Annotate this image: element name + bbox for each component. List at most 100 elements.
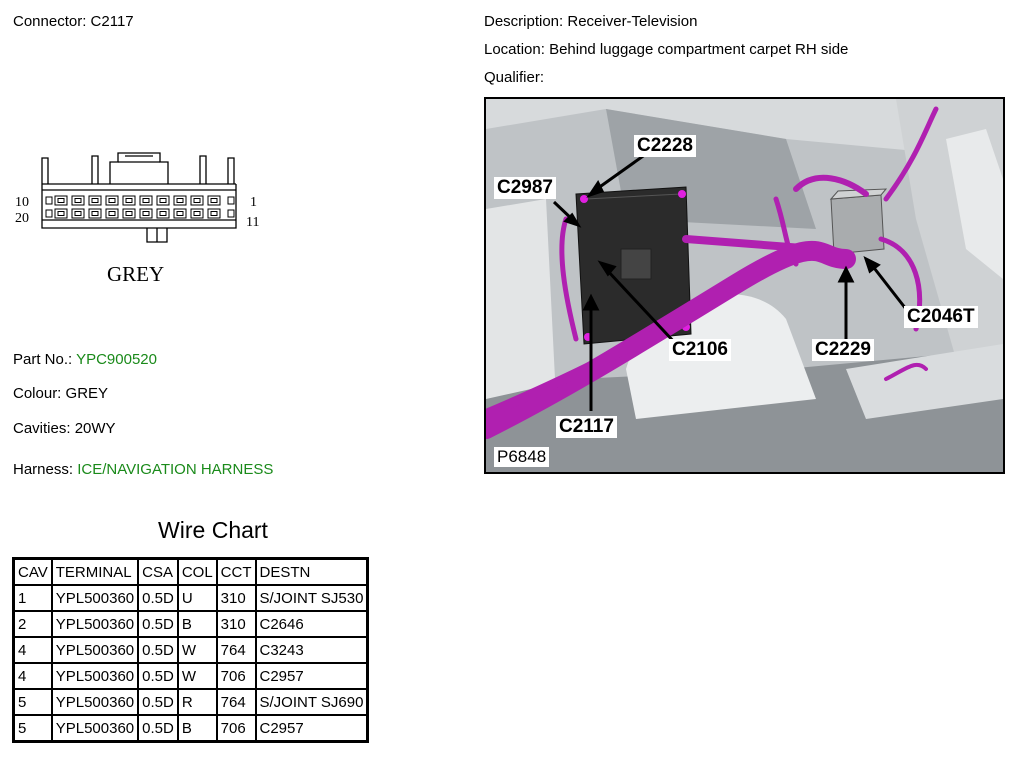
pin-cavity-inner	[57, 198, 65, 203]
cell-csa: 0.5D	[137, 610, 179, 638]
pin-cavity	[122, 208, 136, 219]
col-header-terminal: TERMINAL	[50, 557, 140, 586]
pin-cavity-inner	[125, 198, 133, 203]
connector-label: Connector:	[13, 13, 87, 30]
location-value: Behind luggage compartment carpet RH sid…	[549, 41, 849, 58]
location-line: Location: Behind luggage compartment car…	[484, 41, 848, 58]
table-row: 4 YPL500360 0.5D W 706 C2957	[12, 662, 369, 690]
location-label: Location:	[484, 41, 545, 58]
pin-cavity-inner	[159, 211, 167, 216]
cell-terminal: YPL500360	[50, 714, 140, 743]
callout-c2987: C2987	[494, 177, 556, 199]
pin-cavity	[71, 208, 85, 219]
cell-terminal: YPL500360	[50, 662, 140, 690]
part-no-link[interactable]: YPC900520	[76, 351, 157, 368]
col-header-col: COL	[176, 557, 218, 586]
cavities-label: Cavities:	[13, 420, 71, 437]
cell-cct: 764	[215, 688, 257, 716]
col-header-cav: CAV	[12, 557, 53, 586]
cell-csa: 0.5D	[137, 714, 179, 743]
cell-terminal: YPL500360	[50, 688, 140, 716]
pin-row-end-marker	[45, 196, 53, 205]
pin-cavity-inner	[159, 198, 167, 203]
pin-cavity	[190, 208, 204, 219]
pin-cavity-inner	[193, 211, 201, 216]
pin-label-11: 11	[246, 215, 259, 230]
pin-cavity	[156, 195, 170, 206]
pin-cavity-inner	[176, 211, 184, 216]
pin-cavity	[88, 208, 102, 219]
callout-c2106: C2106	[669, 339, 731, 361]
pin-cavity-inner	[142, 211, 150, 216]
pin-cavity-inner	[74, 198, 82, 203]
pin-cavity-inner	[108, 211, 116, 216]
col-header-csa: CSA	[137, 557, 179, 586]
harness-line: Harness: ICE/NAVIGATION HARNESS	[13, 461, 273, 478]
cell-cct: 310	[215, 584, 257, 612]
pin-label-1: 1	[250, 195, 257, 210]
col-header-destn: DESTN	[254, 557, 369, 586]
pin-cavity	[173, 208, 187, 219]
cell-destn: S/JOINT SJ530	[254, 584, 369, 612]
connector-colour-text: GREY	[107, 262, 164, 286]
pin-cavity	[156, 208, 170, 219]
cell-destn: C2957	[254, 714, 369, 743]
part-no-line: Part No.: YPC900520	[13, 351, 157, 368]
pin-cavity-inner	[176, 198, 184, 203]
part-no-label: Part No.:	[13, 351, 73, 368]
colour-value: GREY	[65, 385, 109, 402]
harness-link[interactable]: ICE/NAVIGATION HARNESS	[77, 461, 274, 478]
cell-csa: 0.5D	[137, 662, 179, 690]
table-row: 2 YPL500360 0.5D B 310 C2646	[12, 610, 369, 638]
pin-row-end-marker	[227, 209, 235, 218]
pin-cavity-inner	[210, 211, 218, 216]
photo-id: P6848	[494, 447, 550, 467]
cell-cct: 310	[215, 610, 257, 638]
pin-cavity-inner	[91, 198, 99, 203]
cell-col: W	[176, 662, 218, 690]
cavities-value: 20WY	[74, 420, 116, 437]
pin-cavity-inner	[74, 211, 82, 216]
cell-cct: 706	[215, 714, 257, 743]
callout-c2046t: C2046T	[904, 306, 978, 328]
cell-cav: 4	[12, 636, 53, 664]
col-header-cct: CCT	[215, 557, 257, 586]
cell-destn: C3243	[254, 636, 369, 664]
cell-col: B	[176, 610, 218, 638]
cell-col: U	[176, 584, 218, 612]
pin-cavity-inner	[193, 198, 201, 203]
pin-cavity	[207, 195, 221, 206]
cell-terminal: YPL500360	[50, 636, 140, 664]
qualifier-line: Qualifier:	[484, 69, 544, 86]
cell-csa: 0.5D	[137, 636, 179, 664]
pin-label-10: 10	[15, 195, 29, 210]
pin-cavity	[54, 195, 68, 206]
colour-line: Colour: GREY	[13, 385, 108, 402]
cell-terminal: YPL500360	[50, 610, 140, 638]
pin-row-end-marker	[227, 196, 235, 205]
cell-cav: 1	[12, 584, 53, 612]
callout-c2228: C2228	[634, 135, 696, 157]
cavities-line: Cavities: 20WY	[13, 420, 116, 437]
pin-cavity-inner	[142, 198, 150, 203]
cell-cav: 5	[12, 688, 53, 716]
pin-cavity	[173, 195, 187, 206]
pin-cavity	[122, 195, 136, 206]
cell-col: R	[176, 688, 218, 716]
connector-value: C2117	[90, 13, 134, 30]
pin-cavity	[190, 195, 204, 206]
description-line: Description: Receiver-Television	[484, 13, 697, 30]
table-row: 5 YPL500360 0.5D B 706 C2957	[12, 714, 369, 743]
cell-cav: 4	[12, 662, 53, 690]
cell-destn: C2957	[254, 662, 369, 690]
cell-destn: S/JOINT SJ690	[254, 688, 369, 716]
cell-col: W	[176, 636, 218, 664]
cell-csa: 0.5D	[137, 688, 179, 716]
connector-face-diagram: 10 20 1 11 GREY	[10, 150, 270, 290]
cell-cct: 764	[215, 636, 257, 664]
table-header-row: CAV TERMINAL CSA COL CCT DESTN	[12, 557, 369, 586]
cell-col: B	[176, 714, 218, 743]
callout-c2229: C2229	[812, 339, 874, 361]
table-row: 4 YPL500360 0.5D W 764 C3243	[12, 636, 369, 664]
wire-chart-title: Wire Chart	[158, 517, 268, 543]
